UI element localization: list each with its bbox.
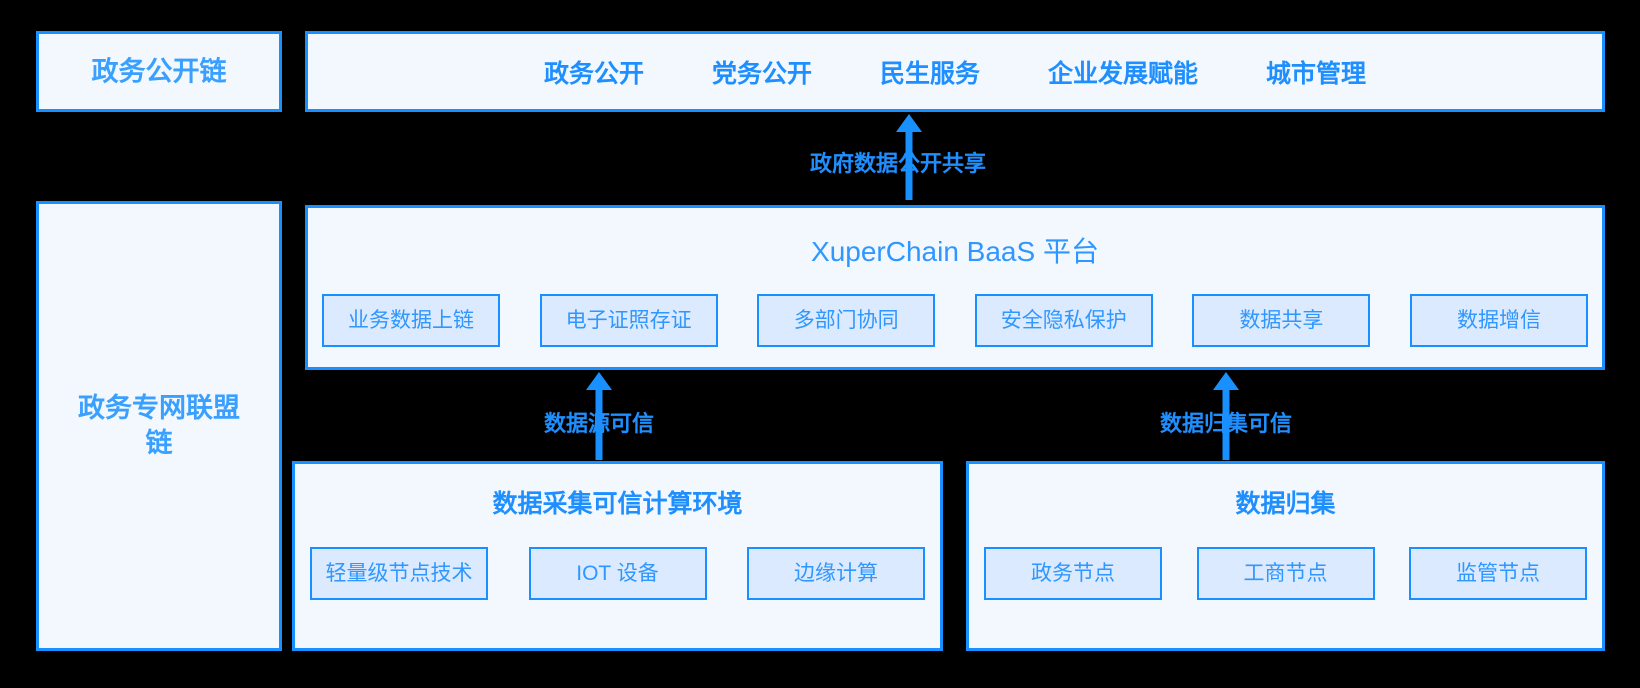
arrow-head-icon	[1213, 372, 1239, 390]
layer-label-public-chain: 政务公开链	[36, 31, 282, 112]
arrow-source-trust-icon	[586, 372, 612, 460]
layer-label-consortium-chain-text: 政务专网联盟链	[78, 392, 240, 458]
arrow-head-icon	[586, 372, 612, 390]
arrow-label-gather-trust: 数据归集可信	[1159, 411, 1293, 436]
data-collection-panel: 数据采集可信计算环境 轻量级节点技术 IOT 设备 边缘计算	[292, 461, 943, 651]
capability-data-credit-enhancement[interactable]: 数据增信	[1409, 294, 1588, 347]
capability-multi-department-collaboration[interactable]: 多部门协同	[757, 294, 936, 347]
arrow-shaft	[595, 386, 603, 460]
arrow-label-gov-data-share: 政府数据公开共享	[809, 151, 987, 176]
collection-item-iot-device[interactable]: IOT 设备	[528, 547, 707, 600]
arrow-gather-trust-icon	[1213, 372, 1239, 460]
capability-data-sharing[interactable]: 数据共享	[1192, 294, 1371, 347]
baas-capability-list: 业务数据上链 电子证照存证 多部门协同 安全隐私保护 数据共享 数据增信	[322, 294, 1588, 347]
arrow-head-icon	[896, 114, 922, 132]
arrow-shaft	[1222, 386, 1230, 460]
scenario-item-livelihood-services[interactable]: 民生服务	[879, 59, 980, 88]
baas-platform-panel: XuperChain BaaS 平台 业务数据上链 电子证照存证 多部门协同 安…	[305, 205, 1605, 370]
scenario-item-enterprise-empowerment[interactable]: 企业发展赋能	[1048, 59, 1199, 88]
scenario-item-party-affairs[interactable]: 党务公开	[711, 59, 812, 88]
arrow-label-source-trust: 数据源可信	[543, 411, 655, 436]
data-gathering-panel: 数据归集 政务节点 工商节点 监管节点	[966, 461, 1605, 651]
gathering-item-commerce-node[interactable]: 工商节点	[1196, 547, 1375, 600]
public-chain-scenarios-panel: 政务公开 党务公开 民生服务 企业发展赋能 城市管理	[305, 31, 1605, 112]
data-collection-item-list: 轻量级节点技术 IOT 设备 边缘计算	[310, 547, 925, 600]
capability-business-data-onchain[interactable]: 业务数据上链	[322, 294, 500, 347]
scenario-item-government-disclosure[interactable]: 政务公开	[543, 59, 644, 88]
layer-label-public-chain-text: 政务公开链	[91, 55, 227, 86]
data-gathering-item-list: 政务节点 工商节点 监管节点	[984, 547, 1587, 600]
baas-platform-title: XuperChain BaaS 平台	[811, 236, 1099, 267]
collection-item-edge-computing[interactable]: 边缘计算	[747, 547, 925, 600]
layer-label-consortium-chain: 政务专网联盟链	[36, 201, 282, 651]
data-gathering-title: 数据归集	[1235, 490, 1336, 518]
arrow-gov-data-share-icon	[896, 114, 922, 200]
capability-e-license-deposit[interactable]: 电子证照存证	[539, 294, 718, 347]
scenario-item-city-management[interactable]: 城市管理	[1266, 59, 1367, 88]
data-collection-title: 数据采集可信计算环境	[492, 490, 743, 518]
collection-item-lightweight-node[interactable]: 轻量级节点技术	[310, 547, 488, 600]
gathering-item-government-node[interactable]: 政务节点	[984, 547, 1162, 600]
gathering-item-regulator-node[interactable]: 监管节点	[1409, 547, 1587, 600]
arrow-shaft	[905, 128, 913, 200]
capability-security-privacy-protection[interactable]: 安全隐私保护	[974, 294, 1153, 347]
